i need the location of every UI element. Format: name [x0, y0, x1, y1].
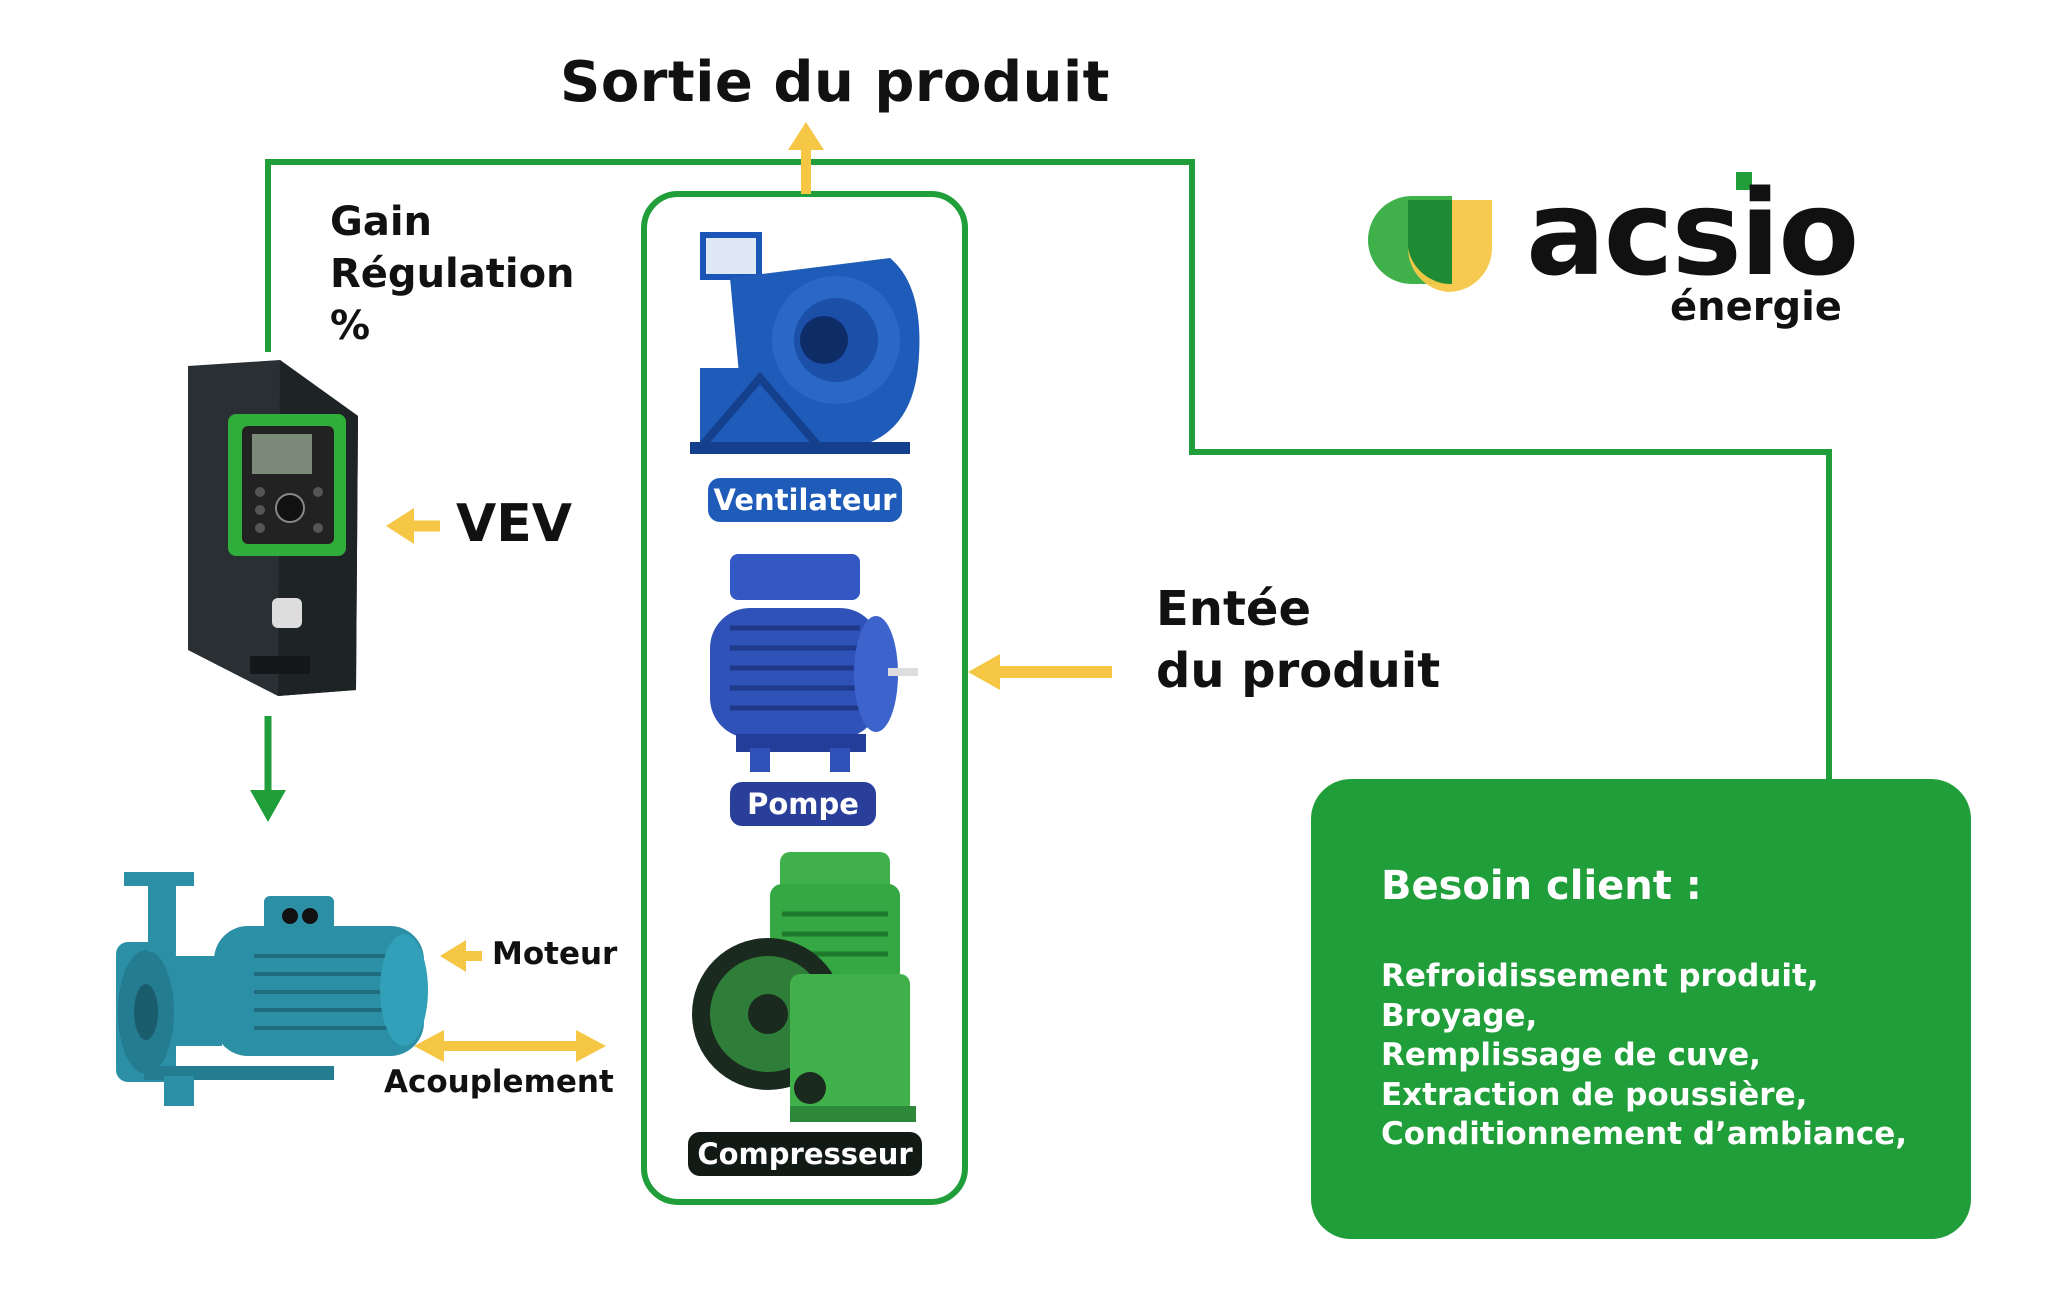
- pill-pompe: Pompe: [730, 782, 876, 826]
- output-label: Sortie du produit: [560, 50, 1110, 115]
- logo-dot: [1736, 172, 1752, 190]
- gain-line-2: Régulation: [330, 251, 575, 297]
- gain-line-3: %: [330, 303, 371, 349]
- centrifugal-pump-image: [116, 872, 428, 1106]
- list-item: Extraction de poussière,: [1381, 1076, 1808, 1113]
- gain-line-1: Gain: [330, 199, 433, 245]
- motor-image: [710, 554, 918, 772]
- output-arrowhead: [788, 122, 824, 150]
- moteur-label: Moteur: [492, 936, 618, 972]
- brand-sub: énergie: [1670, 284, 1842, 330]
- pill-ventilateur-text: Ventilateur: [713, 483, 897, 517]
- list-item: Remplissage de cuve,: [1381, 1037, 1761, 1073]
- acouplement-label: Acouplement: [384, 1064, 614, 1100]
- list-item: Broyage,: [1381, 997, 1538, 1034]
- input-line-2: du produit: [1156, 643, 1441, 699]
- vev-arrowhead: [386, 508, 414, 544]
- client-needs-box: Besoin client : Refroidissement produit,…: [1311, 779, 1971, 1239]
- vev-label: VEV: [456, 494, 573, 554]
- fan-image: [690, 232, 920, 454]
- feedback-line: [265, 159, 1832, 779]
- list-item: Conditionnement d’ambiance,: [1381, 1116, 1908, 1152]
- coupling-arrowhead-right: [576, 1030, 606, 1062]
- client-needs-title: Besoin client :: [1381, 863, 1702, 909]
- vev-to-motor-arrowhead: [250, 790, 286, 822]
- pill-ventilateur: Ventilateur: [708, 478, 902, 522]
- compressor-image: [692, 852, 916, 1122]
- pill-compresseur-text: Compresseur: [697, 1137, 913, 1171]
- variable-speed-drive-image: [188, 360, 358, 696]
- input-line-1: Entée: [1156, 581, 1312, 637]
- coupling-arrowhead-left: [414, 1030, 444, 1062]
- client-needs-list: Refroidissement produit, Broyage, Rempli…: [1381, 957, 1907, 1155]
- input-arrowhead: [968, 654, 1000, 690]
- acsio-logo-mark: [1368, 196, 1492, 292]
- list-item: Refroidissement produit,: [1381, 958, 1819, 994]
- input-label: Entée du produit: [1156, 578, 1440, 702]
- pill-pompe-text: Pompe: [747, 787, 859, 821]
- brand-name: acsio: [1526, 164, 1859, 302]
- moteur-arrowhead: [440, 940, 466, 972]
- gain-label: Gain Régulation %: [330, 196, 575, 352]
- pill-compresseur: Compresseur: [688, 1132, 922, 1176]
